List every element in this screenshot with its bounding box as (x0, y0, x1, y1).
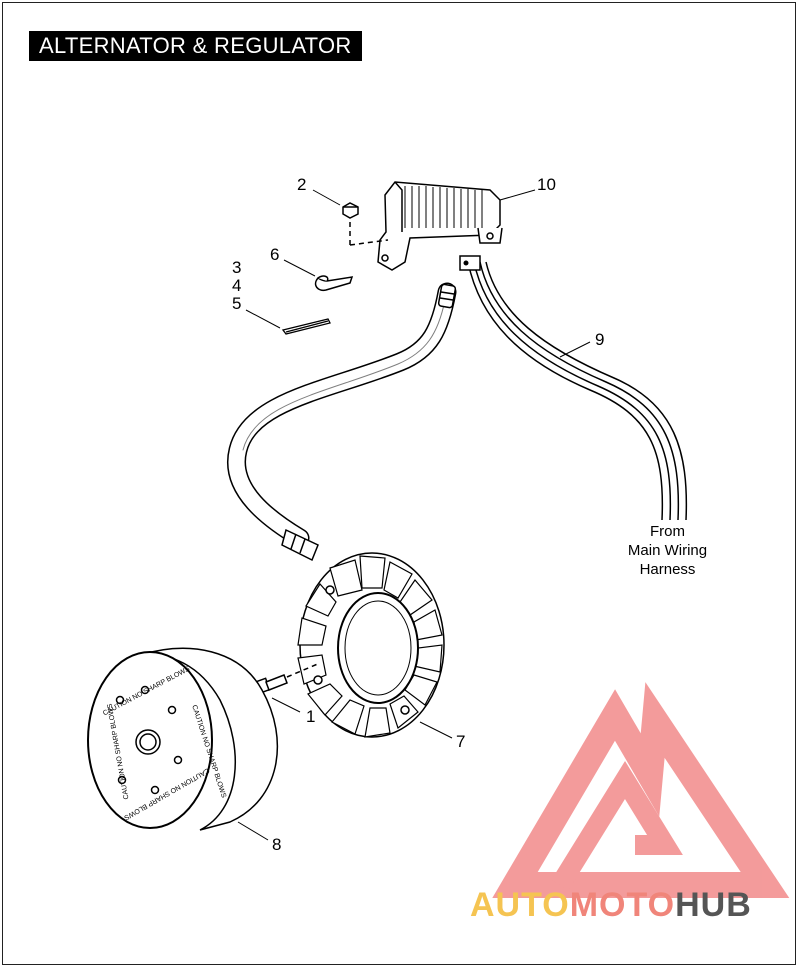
callout-9: 9 (595, 330, 605, 349)
wire-clip (314, 275, 354, 292)
watermark-part2: MOTO (569, 886, 676, 924)
callout-8: 8 (272, 835, 282, 854)
harness-note: From Main Wiring Harness (615, 522, 720, 579)
nut (342, 202, 389, 246)
callout-3: 3 (232, 258, 242, 277)
watermark-logo (492, 682, 790, 898)
voltage-regulator (377, 181, 503, 271)
regulator-wiring (459, 255, 688, 521)
cable-strap (281, 318, 331, 335)
stator-grommet (281, 528, 319, 562)
stator-cable (227, 282, 457, 548)
callout-4: 4 (232, 276, 242, 295)
watermark-part1: AUTO (470, 886, 570, 924)
harness-note-line1: From (650, 523, 685, 540)
callout-5: 5 (232, 294, 242, 313)
stator-plug (437, 283, 457, 309)
page-title: ALTERNATOR & REGULATOR (29, 31, 362, 61)
watermark-part3: HUB (675, 886, 752, 924)
harness-note-line3: Harness (639, 561, 696, 578)
callout-6: 6 (270, 245, 280, 264)
watermark-text: AUTOMOTOHUB (470, 886, 752, 925)
callout-10: 10 (537, 175, 556, 194)
callout-7: 7 (456, 732, 466, 751)
harness-note-line2: Main Wiring (627, 542, 708, 559)
callout-2: 2 (297, 175, 307, 194)
callout-1: 1 (306, 707, 316, 726)
rotor (87, 647, 279, 831)
stator (297, 552, 445, 738)
